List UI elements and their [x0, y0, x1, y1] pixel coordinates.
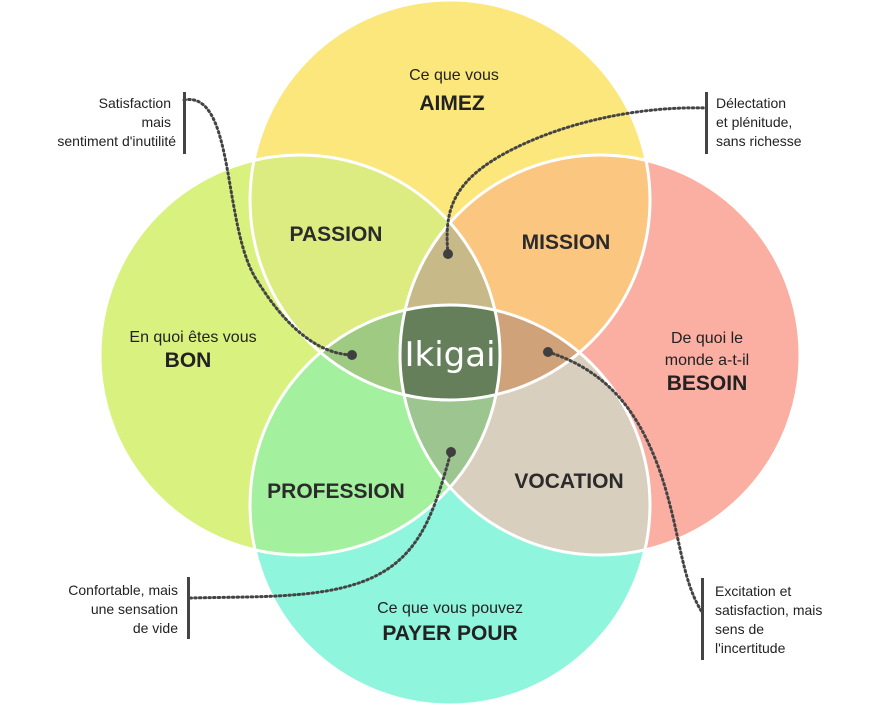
- dot-bottom-triple: [446, 447, 456, 457]
- note-top-left-bar: [183, 92, 186, 154]
- bottom-label-line1: Ce que vous pouvez: [377, 600, 523, 617]
- note-bottom-left-line1: Confortable, mais: [68, 582, 178, 598]
- ring-right: [398, 153, 802, 557]
- note-bottom-right-bar: [701, 578, 704, 660]
- bottom-label-line2: PAYER POUR: [382, 622, 517, 645]
- note-bottom-left: Confortable, mais une sensation de vide: [68, 577, 190, 639]
- note-bottom-right-line3: sens de: [715, 621, 764, 637]
- note-bottom-left-line3: de vide: [133, 620, 178, 636]
- dot-left-triple: [347, 350, 357, 360]
- note-top-left-line1: Satisfaction: [99, 95, 171, 111]
- note-top-left: Satisfaction mais sentiment d'inutilité: [57, 92, 186, 154]
- right-label-line2: monde a-t-il: [665, 352, 749, 369]
- note-top-right: Délectation et plénitude, sans richesse: [705, 92, 802, 154]
- top-label-line1: Ce que vous: [409, 67, 499, 84]
- left-label-line1: En quoi êtes vous: [129, 329, 256, 346]
- connector-bottom-left: [188, 450, 453, 600]
- note-bottom-right-line2: satisfaction, mais: [715, 602, 822, 618]
- ring-top: [248, 0, 652, 402]
- note-top-left-line2: mais: [141, 114, 171, 130]
- profession-label: PROFESSION: [267, 480, 405, 503]
- right-label-line1: De quoi le: [671, 330, 743, 347]
- note-top-right-bar: [705, 92, 708, 154]
- note-bottom-left-bar: [187, 577, 190, 639]
- ring-left: [98, 153, 502, 557]
- note-bottom-right-line4: l'incertitude: [715, 640, 786, 656]
- right-label-line3: BESOIN: [667, 372, 748, 395]
- connector-top-right: [445, 106, 708, 256]
- note-top-left-line3: sentiment d'inutilité: [57, 133, 176, 149]
- note-top-right-line1: Délectation: [716, 95, 786, 111]
- note-bottom-right: Excitation et satisfaction, mais sens de…: [701, 578, 822, 660]
- vocation-label: VOCATION: [514, 470, 623, 493]
- mission-label: MISSION: [522, 231, 611, 254]
- connector-top-left: [182, 98, 354, 357]
- dot-top-triple: [443, 249, 453, 259]
- dot-right-triple: [543, 347, 553, 357]
- passion-label: PASSION: [290, 223, 383, 246]
- top-label-line2: AIMEZ: [419, 92, 485, 115]
- ring-bottom: [248, 303, 652, 704]
- note-top-right-line2: et plénitude,: [716, 114, 792, 130]
- connector-bottom-right: [546, 350, 704, 614]
- ikigai-center-label: Ikigai: [404, 335, 495, 375]
- note-bottom-left-line2: une sensation: [91, 601, 178, 617]
- left-label-line2: BON: [165, 349, 212, 372]
- note-bottom-right-line1: Excitation et: [715, 583, 791, 599]
- note-top-right-line3: sans richesse: [716, 133, 802, 149]
